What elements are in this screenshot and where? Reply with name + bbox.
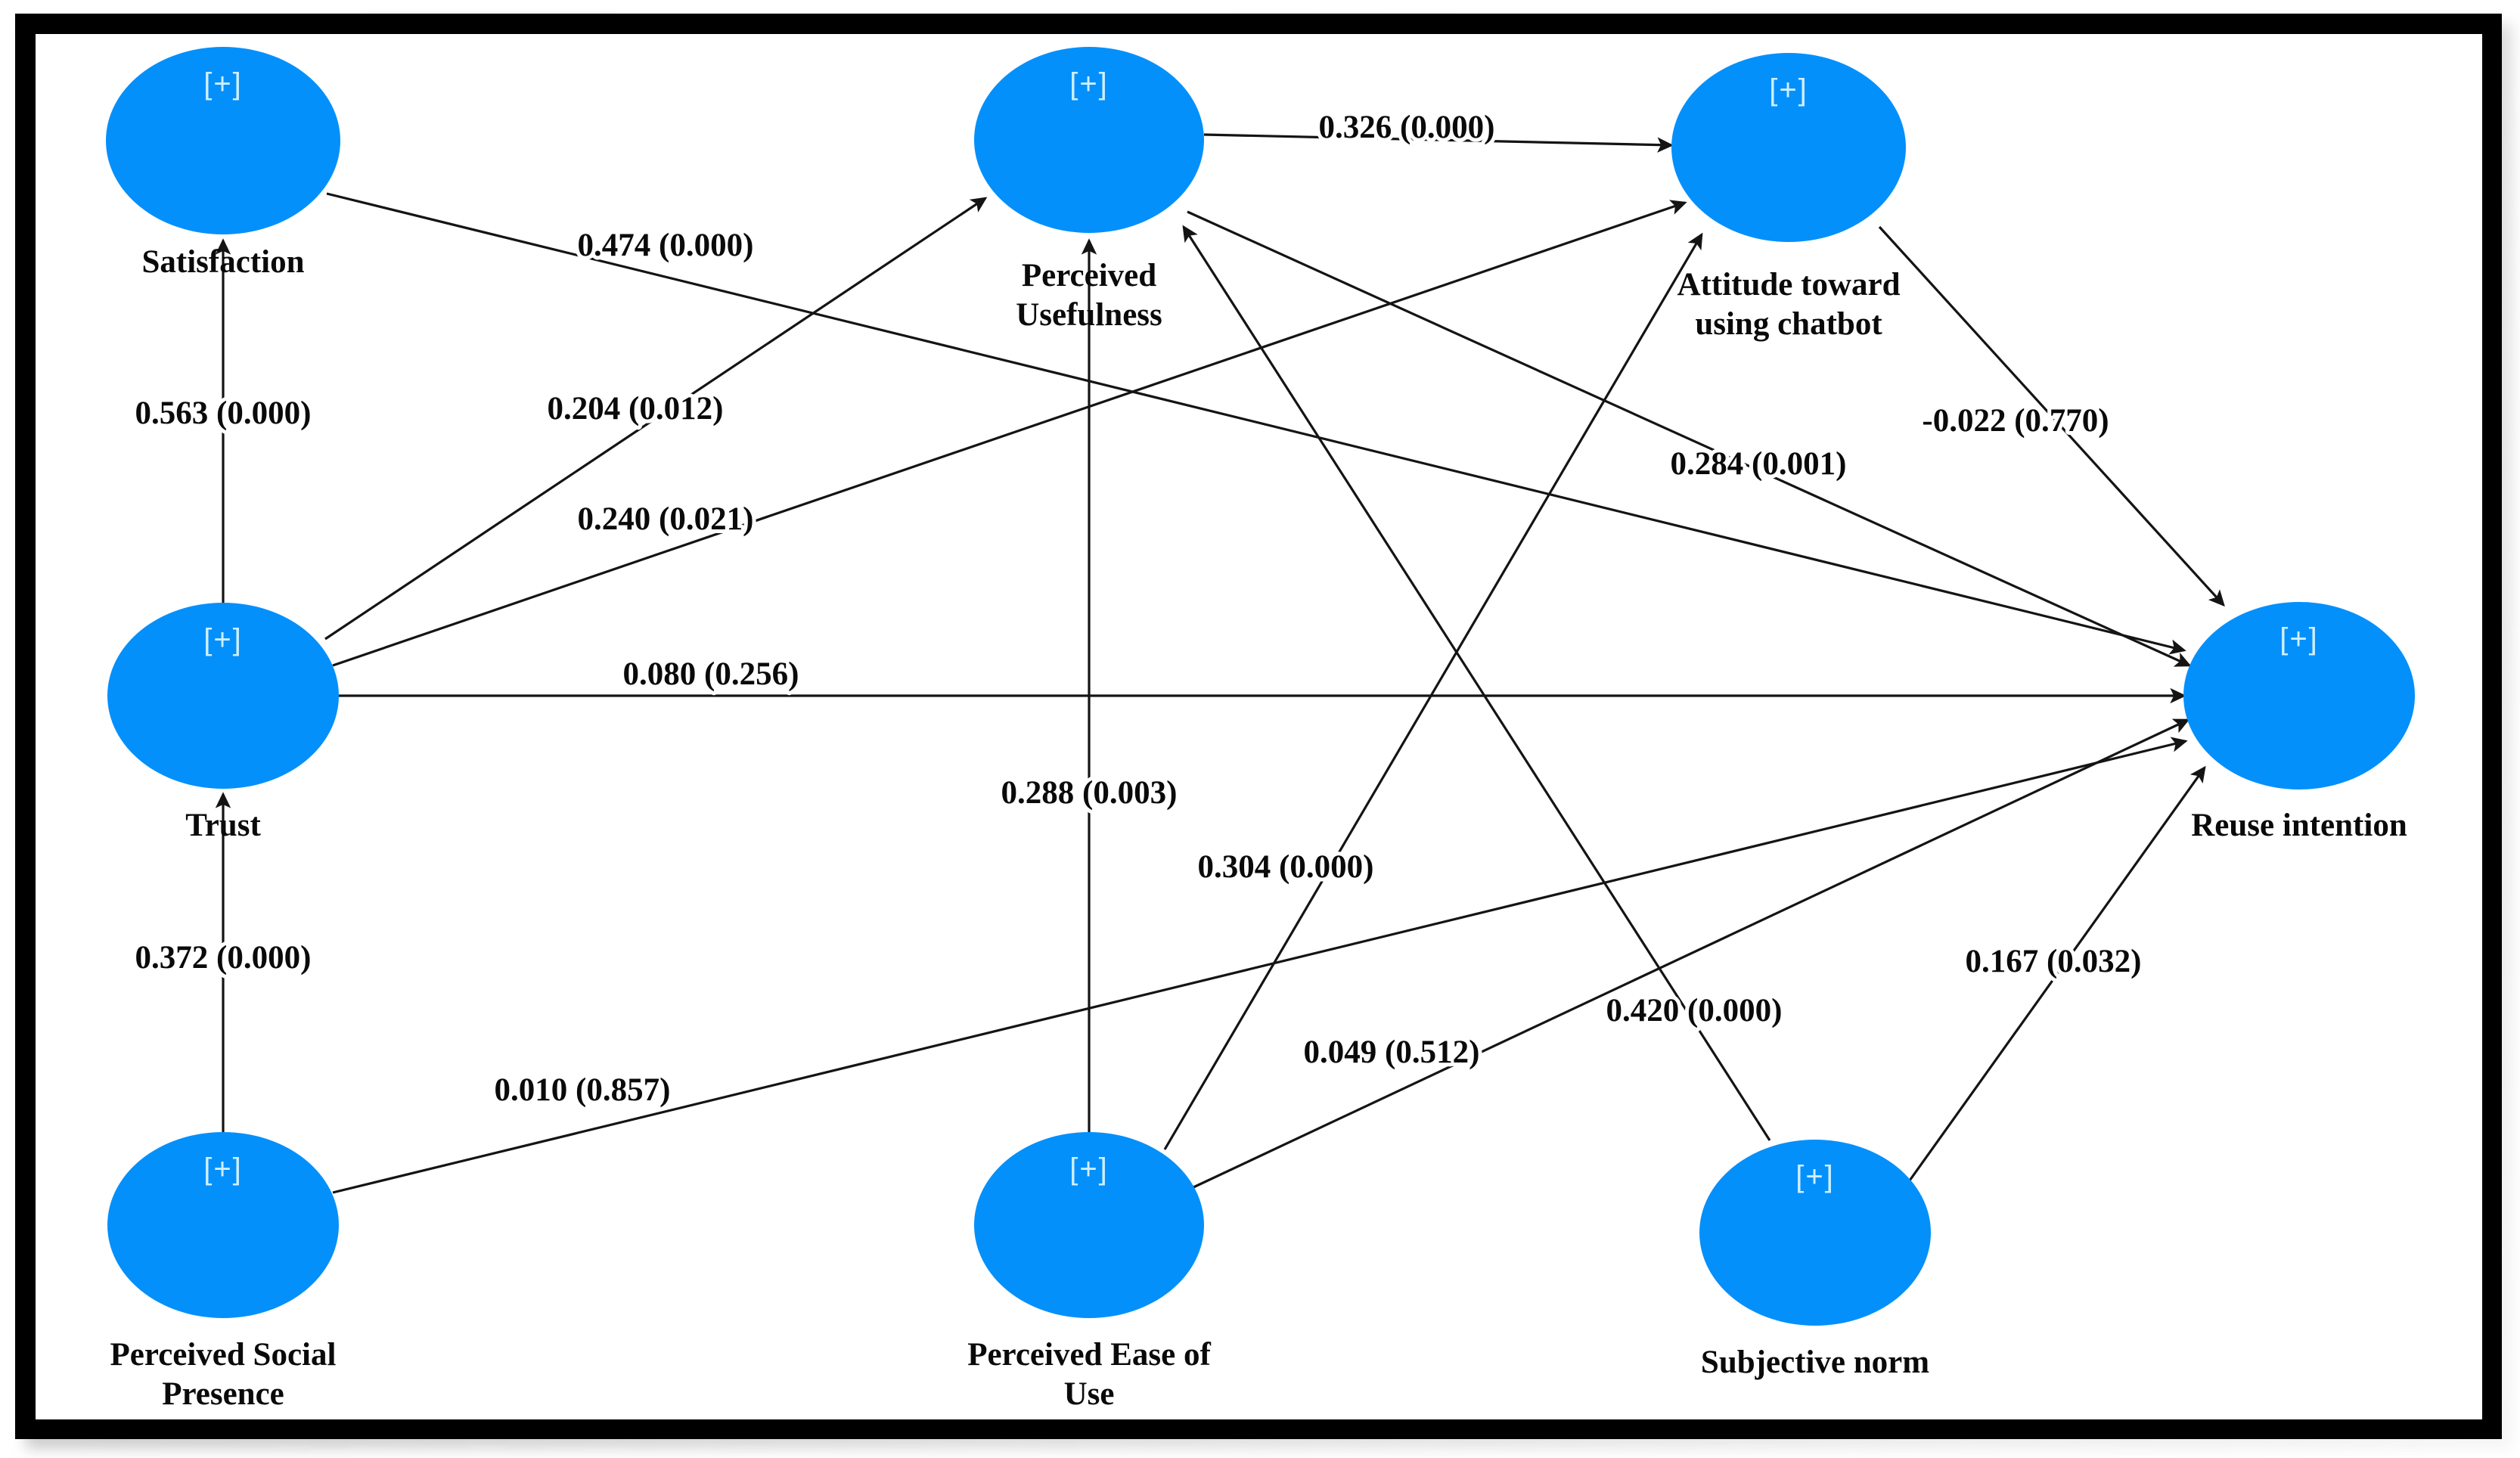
node-badge-perceived_social_presence: [+] xyxy=(203,1152,243,1186)
edge-label-trust_to_satisfaction: 0.563 (0.000) xyxy=(135,396,312,431)
node-ellipse-satisfaction[interactable] xyxy=(106,47,340,234)
node-label-perceived_ease_of_use: Use xyxy=(1064,1376,1115,1412)
node-ellipse-reuse_intention[interactable] xyxy=(2183,602,2415,789)
edge-line-peou_to_reuse xyxy=(1193,718,2190,1189)
node-ellipse-perceived_social_presence[interactable] xyxy=(107,1132,339,1318)
edge-label-psp_to_reuse: 0.010 (0.857) xyxy=(495,1072,671,1108)
edge-label-trust_to_attitude: 0.240 (0.021) xyxy=(578,501,754,537)
node-attitude[interactable]: [+] Attitude toward using chatbot xyxy=(1671,53,1906,342)
edge-line-usefulness_to_attitude xyxy=(1203,133,1674,153)
edge-satisfaction_to_reuse xyxy=(326,192,2186,655)
edge-label-peou_to_reuse: 0.049 (0.512) xyxy=(1304,1035,1480,1070)
edge-trust_to_attitude xyxy=(332,200,1687,667)
node-ellipse-perceived_usefulness[interactable] xyxy=(974,47,1204,233)
node-label-perceived_social_presence: Presence xyxy=(162,1376,284,1412)
edge-label-sn_to_reuse: 0.167 (0.032) xyxy=(1966,944,2142,979)
edge-attitude_to_reuse xyxy=(1878,225,2225,607)
node-badge-trust: [+] xyxy=(203,623,243,656)
node-badge-satisfaction: [+] xyxy=(203,67,243,101)
edge-line-sn_to_reuse xyxy=(1904,765,2206,1187)
edge-line-psp_to_reuse xyxy=(332,737,2188,1194)
node-badge-attitude: [+] xyxy=(1769,73,1808,107)
edge-peou_to_reuse xyxy=(1193,718,2190,1189)
edge-line-trust_to_attitude xyxy=(332,200,1687,667)
node-ellipse-attitude[interactable] xyxy=(1671,53,1906,242)
edge-line-peou_to_attitude xyxy=(1163,232,1703,1150)
node-trust[interactable]: [+] Trust xyxy=(107,603,339,843)
edge-label-trust_to_usefulness: 0.204 (0.012) xyxy=(548,391,724,427)
edge-label-satisfaction_to_reuse: 0.474 (0.000) xyxy=(578,228,754,263)
edges-layer xyxy=(215,133,2225,1194)
edge-psp_to_reuse xyxy=(332,737,2188,1194)
edge-labels-layer: 0.563 (0.000) 0.372 (0.000) 0.474 (0.000) 0… xyxy=(132,106,2146,1112)
edge-label-usefulness_to_reuse: 0.284 (0.001) xyxy=(1671,446,1847,482)
node-subjective_norm[interactable]: [+] Subjective norm xyxy=(1699,1140,1931,1380)
edge-usefulness_to_attitude xyxy=(1203,133,1674,153)
edge-label-usefulness_to_attitude: 0.326 (0.000) xyxy=(1319,110,1495,145)
node-label-perceived_usefulness: Usefulness xyxy=(1016,297,1162,333)
node-badge-perceived_usefulness: [+] xyxy=(1069,67,1109,101)
edge-line-sn_to_usefulness xyxy=(1182,225,1771,1141)
node-badge-subjective_norm: [+] xyxy=(1795,1160,1835,1193)
node-ellipse-perceived_ease_of_use[interactable] xyxy=(974,1132,1204,1318)
node-label-perceived_ease_of_use: Perceived Ease of xyxy=(967,1337,1211,1373)
node-label-perceived_social_presence: Perceived Social xyxy=(110,1337,337,1373)
edge-label-attitude_to_reuse: -0.022 (0.770) xyxy=(1922,403,2109,439)
node-satisfaction[interactable]: [+] Satisfaction xyxy=(106,47,340,280)
node-ellipse-trust[interactable] xyxy=(107,603,339,789)
edge-line-satisfaction_to_reuse xyxy=(326,192,2186,655)
node-label-perceived_usefulness: Perceived xyxy=(1022,258,1156,293)
edge-sn_to_usefulness xyxy=(1182,225,1771,1141)
node-label-satisfaction: Satisfaction xyxy=(142,244,305,280)
edge-label-peou_to_usefulness: 0.288 (0.003) xyxy=(1001,775,1178,811)
edge-label-sn_to_usefulness: 0.420 (0.000) xyxy=(1606,993,1783,1028)
edge-peou_to_attitude xyxy=(1163,232,1703,1150)
node-badge-perceived_ease_of_use: [+] xyxy=(1069,1152,1109,1186)
node-label-attitude: using chatbot xyxy=(1695,306,1882,342)
edge-label-psp_to_trust: 0.372 (0.000) xyxy=(135,940,312,976)
node-label-attitude: Attitude toward xyxy=(1677,267,1901,302)
edge-line-usefulness_to_reuse xyxy=(1187,210,2192,667)
node-ellipse-subjective_norm[interactable] xyxy=(1699,1140,1931,1326)
edge-usefulness_to_reuse xyxy=(1187,210,2192,667)
nodes-layer: [+]Satisfaction[+]PerceivedUsefulness[+]… xyxy=(106,47,2415,1412)
edge-trust_to_usefulness xyxy=(324,197,988,641)
edge-label-trust_to_reuse: 0.080 (0.256) xyxy=(623,656,799,692)
node-reuse_intention[interactable]: [+] Reuse intention xyxy=(2183,602,2415,843)
node-label-trust: Trust xyxy=(185,808,261,843)
node-label-reuse_intention: Reuse intention xyxy=(2191,808,2407,843)
edge-label-peou_to_attitude: 0.304 (0.000) xyxy=(1198,849,1374,885)
edge-line-attitude_to_reuse xyxy=(1878,225,2225,607)
diagram-plot-area xyxy=(36,34,2482,1419)
edge-line-trust_to_usefulness xyxy=(324,197,988,641)
edge-sn_to_reuse xyxy=(1904,765,2206,1187)
node-label-subjective_norm: Subjective norm xyxy=(1701,1345,1929,1380)
node-badge-reuse_intention: [+] xyxy=(2279,622,2319,656)
